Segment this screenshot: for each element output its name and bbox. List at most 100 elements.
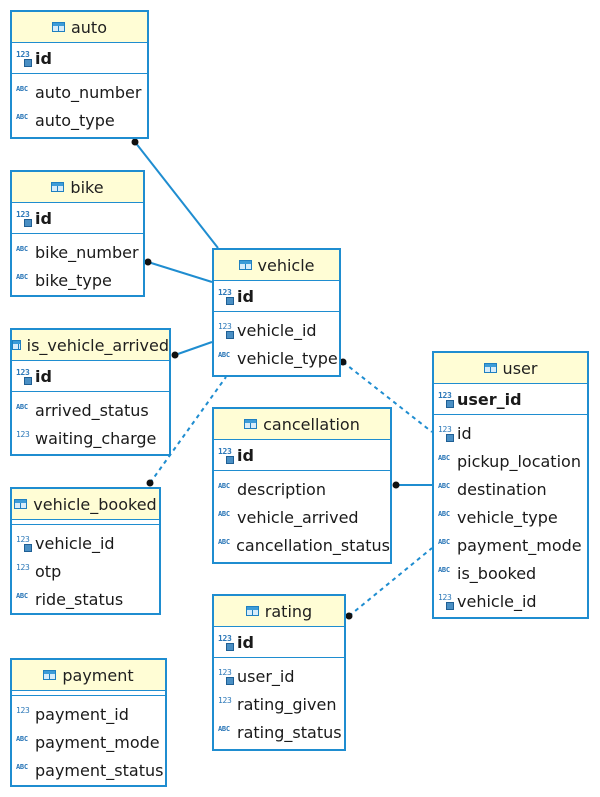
key-icon: 123 <box>218 635 235 651</box>
column-name: vehicle_arrived <box>237 507 359 527</box>
column-row[interactable]: ABC vehicle_type <box>434 503 587 531</box>
relationship-endpoint-dot <box>131 138 139 146</box>
relationship-line-is_vehicle_arrived-vehicle[interactable] <box>174 341 213 356</box>
text-type-icon: ABC <box>438 566 450 574</box>
relationship-endpoint-dot <box>146 479 154 487</box>
column-name: payment_mode <box>457 535 582 555</box>
column-row[interactable]: 123 rating_given <box>214 690 344 718</box>
relationship-endpoint-dot <box>345 612 353 620</box>
column-name: id <box>237 286 254 306</box>
column-name: auto_number <box>35 82 142 102</box>
column-name: vehicle_type <box>457 507 558 527</box>
column-name: user_id <box>237 666 295 686</box>
entity-title: rating <box>264 601 313 621</box>
entity-header: rating <box>214 596 344 627</box>
relationship-line-vehicle_booked-vehicle[interactable] <box>149 376 227 484</box>
column-row[interactable]: ABC destination <box>434 475 587 503</box>
entity-header: vehicle <box>214 250 339 281</box>
column-name: destination <box>457 479 547 499</box>
text-type-icon: ABC <box>16 245 28 253</box>
column-name: rating_status <box>237 722 342 742</box>
table-icon <box>483 363 497 373</box>
relationship-endpoint-dot <box>392 481 400 489</box>
column-name: payment_status <box>35 760 164 780</box>
column-name: bike_type <box>35 270 112 290</box>
relationship-line-rating-user[interactable] <box>348 547 433 617</box>
column-name: id <box>457 423 472 443</box>
column-name: rating_given <box>237 694 337 714</box>
text-type-icon: ABC <box>16 85 28 93</box>
primary-key-section <box>12 520 159 525</box>
column-row[interactable]: ABC is_booked <box>434 559 587 587</box>
column-name: id <box>35 48 52 68</box>
key-icon: 123 <box>218 448 235 464</box>
relationship-line-auto-vehicle[interactable] <box>134 141 219 249</box>
foreign-key-icon: 123 <box>218 669 235 685</box>
text-type-icon: ABC <box>438 510 450 518</box>
column-row[interactable]: ABC vehicle_arrived <box>214 503 390 531</box>
column-name: is_booked <box>457 563 537 583</box>
table-icon <box>51 182 65 192</box>
text-type-icon: ABC <box>438 482 450 490</box>
relationship-line-bike-vehicle[interactable] <box>147 261 213 283</box>
column-name: vehicle_type <box>237 348 338 368</box>
numeric-type-icon: 123 <box>218 696 232 705</box>
entity-title: cancellation <box>263 414 360 434</box>
key-icon: 123 <box>438 594 455 610</box>
entity-title: user <box>502 358 538 378</box>
primary-key-section <box>12 691 165 696</box>
column-row[interactable]: ABC auto_number <box>12 78 147 106</box>
column-name: payment_id <box>35 704 129 724</box>
entity-header: cancellation <box>214 409 390 440</box>
relationship-endpoint-dot <box>171 351 179 359</box>
column-name: auto_type <box>35 110 115 130</box>
text-type-icon: ABC <box>218 510 230 518</box>
column-name: id <box>35 208 52 228</box>
relationship-line-vehicle-user[interactable] <box>342 361 433 433</box>
foreign-key-icon: 123 <box>218 323 235 339</box>
